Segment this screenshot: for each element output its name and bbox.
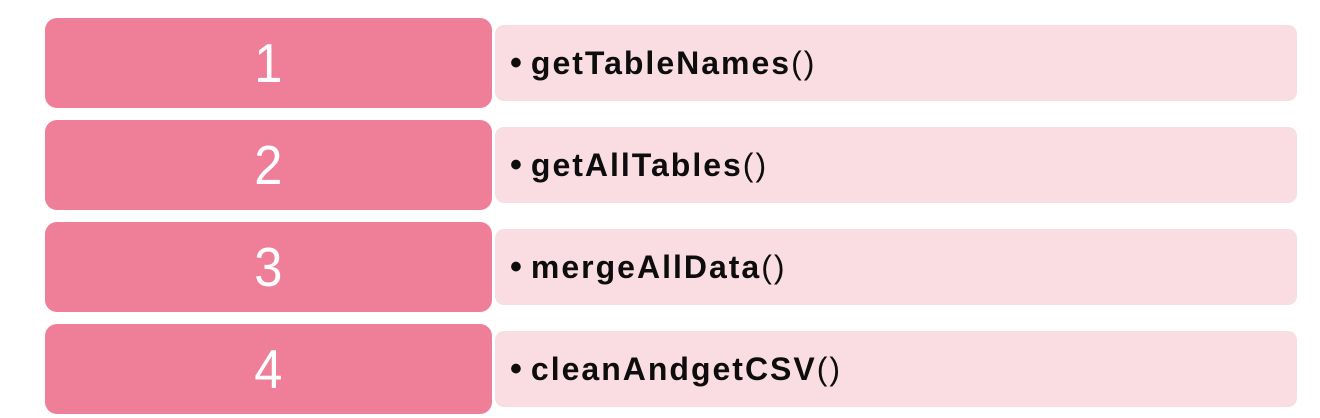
function-parens: () — [816, 351, 843, 387]
step-1-number: 1 — [254, 31, 283, 94]
bullet-icon: • — [510, 44, 522, 82]
step-row-1: 1 • getTableNames () — [0, 18, 1320, 108]
step-3-number: 3 — [254, 235, 283, 298]
step-2-number: 2 — [254, 133, 283, 196]
bullet-icon: • — [510, 248, 522, 286]
function-name: getTableNames — [530, 45, 792, 81]
function-parens: () — [791, 45, 817, 81]
step-4-label-box: • cleanAndgetCSV () — [495, 331, 1297, 407]
bullet-icon: • — [510, 350, 522, 388]
step-row-3: 3 • mergeAllData () — [0, 222, 1320, 312]
function-parens: () — [742, 147, 769, 183]
function-name: mergeAllData — [530, 249, 762, 285]
bullet-icon: • — [510, 146, 522, 184]
step-4-number: 4 — [254, 337, 283, 400]
step-1-number-box: 1 — [45, 18, 492, 108]
function-name: getAllTables — [530, 147, 743, 183]
step-2-label-box: • getAllTables () — [495, 127, 1297, 203]
step-row-2: 2 • getAllTables () — [0, 120, 1320, 210]
step-2-number-box: 2 — [45, 120, 492, 210]
step-row-4: 4 • cleanAndgetCSV () — [0, 324, 1320, 414]
step-1-label-box: • getTableNames () — [495, 25, 1297, 101]
step-4-number-box: 4 — [45, 324, 492, 414]
step-3-number-box: 3 — [45, 222, 492, 312]
step-3-label-box: • mergeAllData () — [495, 229, 1297, 305]
function-name: cleanAndgetCSV — [530, 351, 817, 387]
function-parens: () — [761, 249, 787, 285]
